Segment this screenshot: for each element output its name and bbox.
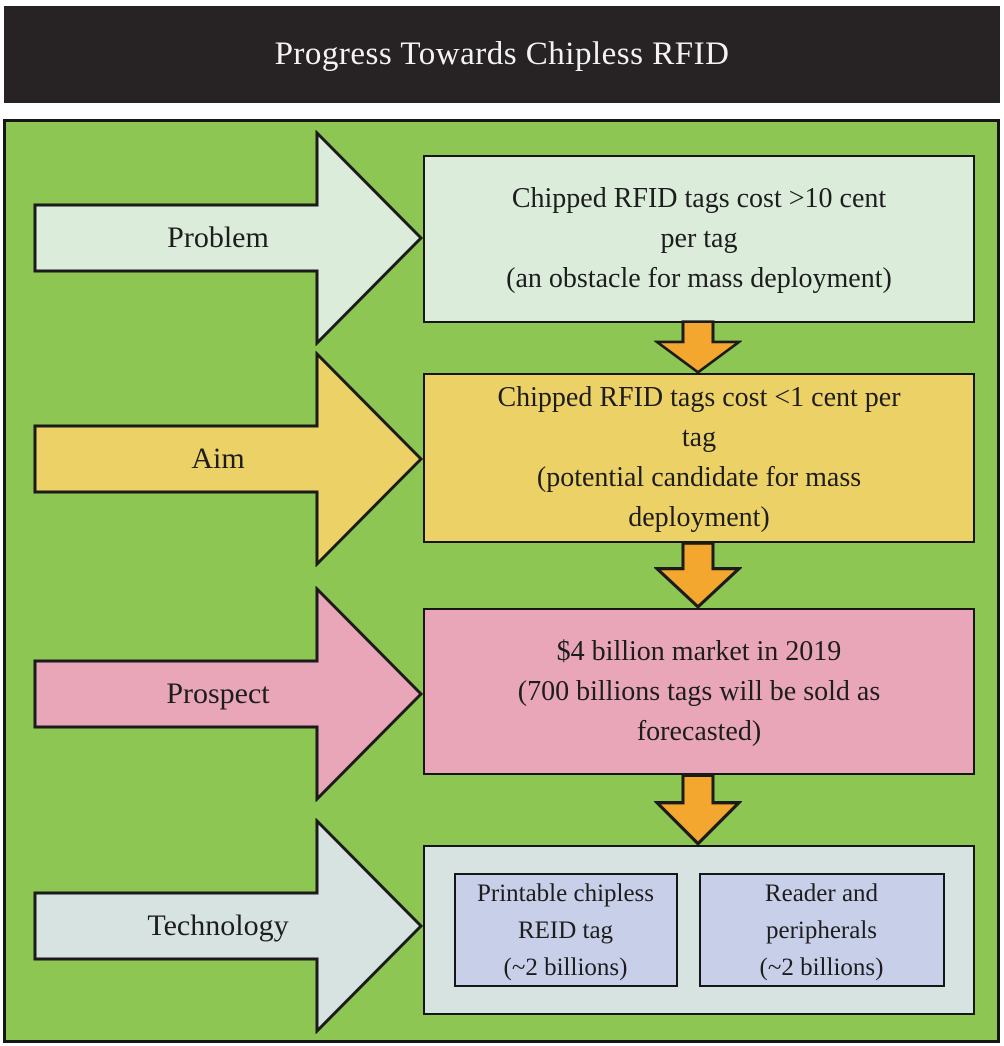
- prospect-box-line: forecasted): [636, 715, 762, 747]
- reader-peripherals-box: Reader and peripherals (~2 billions): [698, 873, 945, 987]
- aim-box-line: Chipped RFID tags cost <1 cent per: [497, 382, 901, 413]
- prospect-arrow: Prospect: [32, 586, 424, 802]
- diagram-panel: Problem Chipped RFID tags cost >10 cent …: [3, 119, 1000, 1043]
- problem-arrow: Problem: [32, 130, 424, 346]
- problem-box-line: (an obstacle for mass deployment): [506, 263, 892, 294]
- down-arrow-icon: [654, 541, 742, 609]
- page-title: Progress Towards Chipless RFID: [274, 36, 730, 72]
- aim-arrow: Aim: [32, 351, 424, 567]
- chipless-tag-line: (~2 billions): [503, 953, 628, 981]
- problem-box: Chipped RFID tags cost >10 cent per tag …: [423, 155, 975, 323]
- reader-peripherals-line: Reader and: [764, 879, 879, 907]
- technology-box: Printable chipless REID tag (~2 billions…: [423, 845, 975, 1015]
- technology-arrow-label: Technology: [147, 909, 289, 942]
- problem-box-line: per tag: [660, 223, 738, 254]
- chipless-tag-box: Printable chipless REID tag (~2 billions…: [453, 873, 678, 987]
- aim-box-line: (potential candidate for mass: [536, 462, 862, 493]
- reader-peripherals-line: peripherals: [765, 916, 878, 944]
- right-arrow-icon: [33, 351, 424, 567]
- chipless-tag-line: Printable chipless: [476, 879, 655, 907]
- technology-arrow: Technology: [32, 818, 424, 1034]
- right-arrow-icon: [33, 586, 424, 802]
- prospect-box: $4 billion market in 2019 (700 billions …: [423, 608, 975, 775]
- prospect-box-line: (700 billions tags will be sold as: [517, 675, 881, 707]
- aim-box-line: deployment): [628, 502, 770, 533]
- problem-box-line: Chipped RFID tags cost >10 cent: [511, 183, 887, 214]
- prospect-box-line: $4 billion market in 2019: [556, 635, 842, 667]
- right-arrow-icon: [33, 818, 424, 1034]
- aim-arrow-label: Aim: [191, 442, 245, 475]
- down-arrow-icon: [654, 320, 742, 374]
- chipless-tag-line: REID tag: [517, 916, 614, 944]
- reader-peripherals-line: (~2 billions): [759, 953, 884, 981]
- aim-box-line: tag: [681, 422, 717, 453]
- down-arrow-icon: [654, 773, 742, 846]
- prospect-arrow-label: Prospect: [166, 677, 270, 710]
- right-arrow-icon: [33, 130, 424, 346]
- problem-arrow-label: Problem: [167, 221, 269, 254]
- aim-box: Chipped RFID tags cost <1 cent per tag (…: [423, 373, 975, 543]
- title-bar: Progress Towards Chipless RFID: [4, 6, 1000, 103]
